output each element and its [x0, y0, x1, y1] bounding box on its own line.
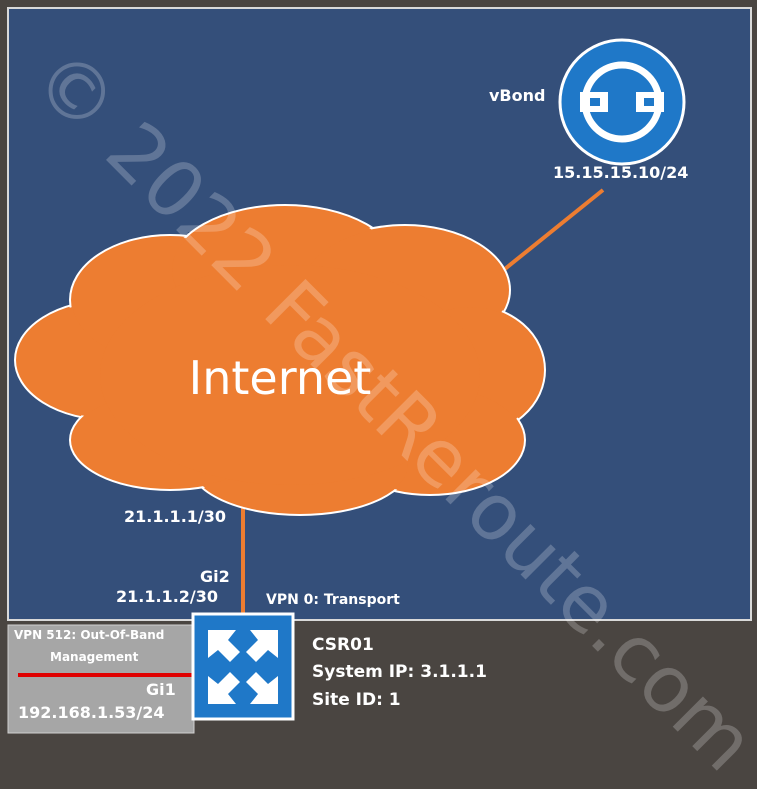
vbond-icon — [558, 38, 686, 166]
oob-title-line2: Management — [50, 650, 139, 664]
gi1-ip-label: 192.168.1.53/24 — [18, 703, 165, 722]
router-icon — [191, 612, 295, 721]
internet-ip-label: 21.1.1.1/30 — [124, 507, 227, 526]
oob-title-line1: VPN 512: Out-Of-Band — [14, 628, 165, 642]
router-system-ip: System IP: 3.1.1.1 — [312, 662, 487, 682]
gi2-label: Gi2 — [200, 567, 230, 586]
cloud-label: Internet — [189, 351, 372, 405]
gi1-label: Gi1 — [146, 680, 176, 699]
internet-cloud-fill — [17, 207, 543, 513]
network-diagram: Internet — [7, 7, 752, 734]
vpn0-label: VPN 0: Transport — [266, 592, 400, 608]
router-name: CSR01 — [312, 635, 374, 655]
vbond-ip: 15.15.15.10/24 — [553, 163, 689, 182]
router-site-id: Site ID: 1 — [312, 690, 401, 710]
gi2-ip-label: 21.1.1.2/30 — [116, 587, 219, 606]
vbond-label: vBond — [489, 86, 546, 105]
